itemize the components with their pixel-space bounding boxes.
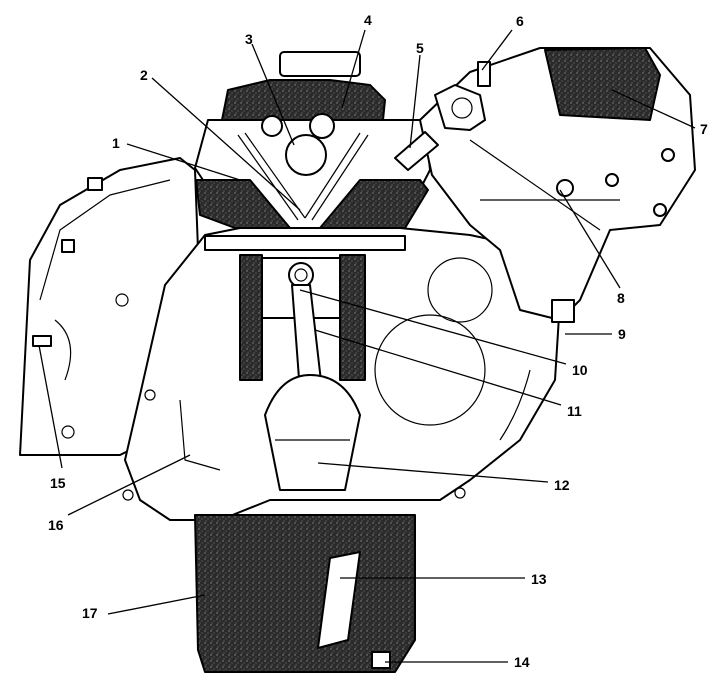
callout-12: 12 (554, 477, 570, 493)
callout-6: 6 (516, 13, 524, 29)
callout-11: 11 (567, 403, 582, 419)
callout-16: 16 (48, 517, 64, 533)
callout-15: 15 (50, 475, 66, 491)
callout-2: 2 (140, 67, 148, 83)
callout-14: 14 (514, 654, 530, 670)
intake-manifold (394, 47, 696, 323)
callout-13: 13 (531, 571, 547, 587)
valve-train (237, 113, 369, 221)
callout-3: 3 (245, 31, 253, 47)
leader-lines (37, 29, 696, 663)
callout-1: 1 (112, 135, 120, 151)
cylinder (204, 235, 406, 381)
callout-7: 7 (700, 121, 708, 137)
callout-17: 17 (82, 605, 98, 621)
callout-5: 5 (416, 40, 424, 56)
oil-pan (194, 514, 416, 673)
callout-8: 8 (617, 290, 625, 306)
crankshaft (264, 374, 361, 491)
callout-labels: 1 2 3 4 5 6 7 8 9 10 11 12 13 14 15 16 1… (48, 12, 708, 670)
callout-9: 9 (618, 326, 626, 342)
sensor-stud (32, 335, 52, 347)
callout-10: 10 (572, 362, 588, 378)
callout-4: 4 (364, 12, 372, 28)
cam-cover (221, 51, 386, 121)
